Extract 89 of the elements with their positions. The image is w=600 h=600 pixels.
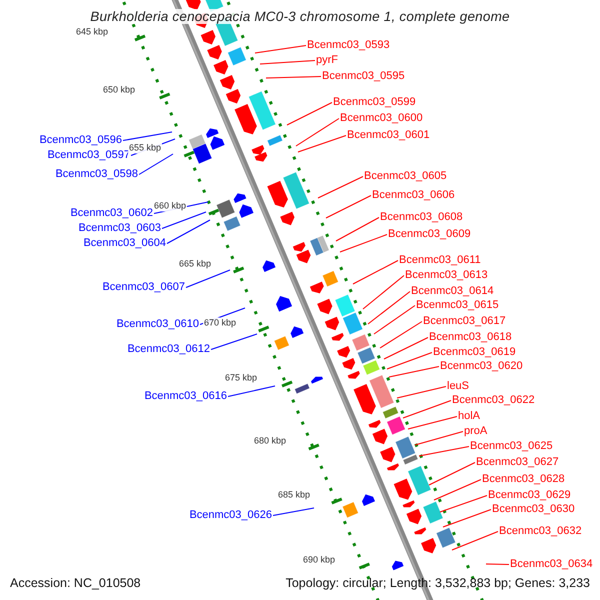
gene-label: proA xyxy=(464,425,488,438)
gene-label: Bcenmc03_0604 xyxy=(83,237,166,250)
gene-label: Bcenmc03_0606 xyxy=(372,189,455,202)
leader-line xyxy=(272,508,314,516)
leader-line xyxy=(186,270,230,288)
gene-label: Bcenmc03_0614 xyxy=(411,285,494,298)
gene-label: Bcenmc03_0622 xyxy=(452,394,535,407)
scale-label: 665 kbp xyxy=(178,258,212,270)
gene-label: holA xyxy=(458,410,480,423)
gene-label: Bcenmc03_0627 xyxy=(476,456,559,469)
scale-label: 660 kbp xyxy=(152,200,188,212)
leader-line xyxy=(138,154,174,175)
gene-label: Bcenmc03_0609 xyxy=(388,228,471,241)
scale-label: 685 kbp xyxy=(276,490,312,500)
leader-line xyxy=(396,386,446,398)
gene-label: Bcenmc03_0601 xyxy=(347,129,430,142)
scale-label: 675 kbp xyxy=(224,372,258,384)
gene-label: Bcenmc03_0634 xyxy=(510,558,593,571)
leader-line xyxy=(434,479,482,500)
gene-label: Bcenmc03_0595 xyxy=(322,70,405,83)
scale-label: 645 kbp xyxy=(74,26,110,38)
gene-label: Bcenmc03_0629 xyxy=(488,489,571,502)
leader-line xyxy=(228,386,276,397)
gene-label: Bcenmc03_0602 xyxy=(70,207,153,220)
gene-label: Bcenmc03_0605 xyxy=(364,170,447,183)
leader-line xyxy=(362,275,404,310)
leader-line xyxy=(428,462,476,486)
scale-label: 655 kbp xyxy=(128,142,162,154)
leader-line xyxy=(380,321,422,348)
gene-label: Bcenmc03_0593 xyxy=(307,39,390,52)
leader-line xyxy=(374,305,416,334)
leader-line xyxy=(298,135,346,152)
leader-line xyxy=(486,564,510,565)
gene-label: Bcenmc03_0608 xyxy=(380,211,463,224)
leader-line xyxy=(296,118,340,146)
scale-label: 680 kbp xyxy=(252,436,288,446)
gene-label: pyrF xyxy=(316,54,338,67)
leader-line xyxy=(388,366,440,378)
gene-label: leuS xyxy=(447,380,470,393)
leader-line xyxy=(336,217,380,242)
gene-label: Bcenmc03_0600 xyxy=(340,112,423,125)
gene-label: Bcenmc03_0603 xyxy=(78,222,161,235)
gene-label: Bcenmc03_0598 xyxy=(55,168,138,181)
genome-summary: Topology: circular; Length: 3,532,883 bp; Genes: 3,233 xyxy=(286,576,590,590)
leader-line xyxy=(254,45,306,54)
gene-label: Bcenmc03_0596 xyxy=(39,134,122,147)
leader-line xyxy=(402,400,452,418)
scale-label: 670 kbp xyxy=(202,318,238,328)
gene-label: Bcenmc03_0626 xyxy=(189,509,272,522)
leader-line xyxy=(452,531,498,550)
gene-label: Bcenmc03_0599 xyxy=(333,96,416,109)
leader-line xyxy=(260,60,316,64)
gene-label: Bcenmc03_0628 xyxy=(482,473,565,486)
leader-line xyxy=(440,495,488,512)
leader-line xyxy=(352,260,398,284)
leader-line xyxy=(340,234,388,252)
gene-label: Bcenmc03_0632 xyxy=(499,525,582,538)
leader-line xyxy=(266,76,322,78)
accession-label: Accession: NC_010508 xyxy=(10,576,141,590)
gene-label: Bcenmc03_0625 xyxy=(470,440,553,453)
leader-line xyxy=(408,416,458,430)
gene-label: Bcenmc03_0612 xyxy=(127,343,210,356)
gene-label: Bcenmc03_0619 xyxy=(433,346,516,359)
leader-line xyxy=(162,212,206,229)
gene-label: Bcenmc03_0611 xyxy=(399,254,481,267)
leader-line xyxy=(326,195,372,218)
gene-label: Bcenmc03_0618 xyxy=(429,331,512,344)
gene-label: Bcenmc03_0607 xyxy=(102,281,185,294)
gene-label: Bcenmc03_0610 xyxy=(116,318,199,331)
leader-line xyxy=(122,132,172,141)
gene-label: Bcenmc03_0597 xyxy=(47,149,130,162)
leader-line xyxy=(210,334,258,350)
leader-line xyxy=(286,102,332,126)
gene-label: Bcenmc03_0613 xyxy=(405,269,488,282)
scale-label: 650 kbp xyxy=(102,84,136,96)
leader-line xyxy=(166,220,210,244)
gene-label: Bcenmc03_0630 xyxy=(492,503,575,516)
gene-label: Bcenmc03_0620 xyxy=(440,360,523,373)
leader-line xyxy=(384,337,428,360)
leader-line xyxy=(442,509,492,528)
gene-label: Bcenmc03_0616 xyxy=(144,390,227,403)
gene-label: Bcenmc03_0617 xyxy=(423,315,506,328)
leader-line xyxy=(318,176,364,198)
gene-label: Bcenmc03_0615 xyxy=(416,299,499,312)
leader-line xyxy=(368,291,410,324)
leader-line xyxy=(418,446,470,456)
leader-line xyxy=(414,431,464,446)
scale-label: 690 kbp xyxy=(302,554,336,566)
leader-line xyxy=(386,352,432,370)
